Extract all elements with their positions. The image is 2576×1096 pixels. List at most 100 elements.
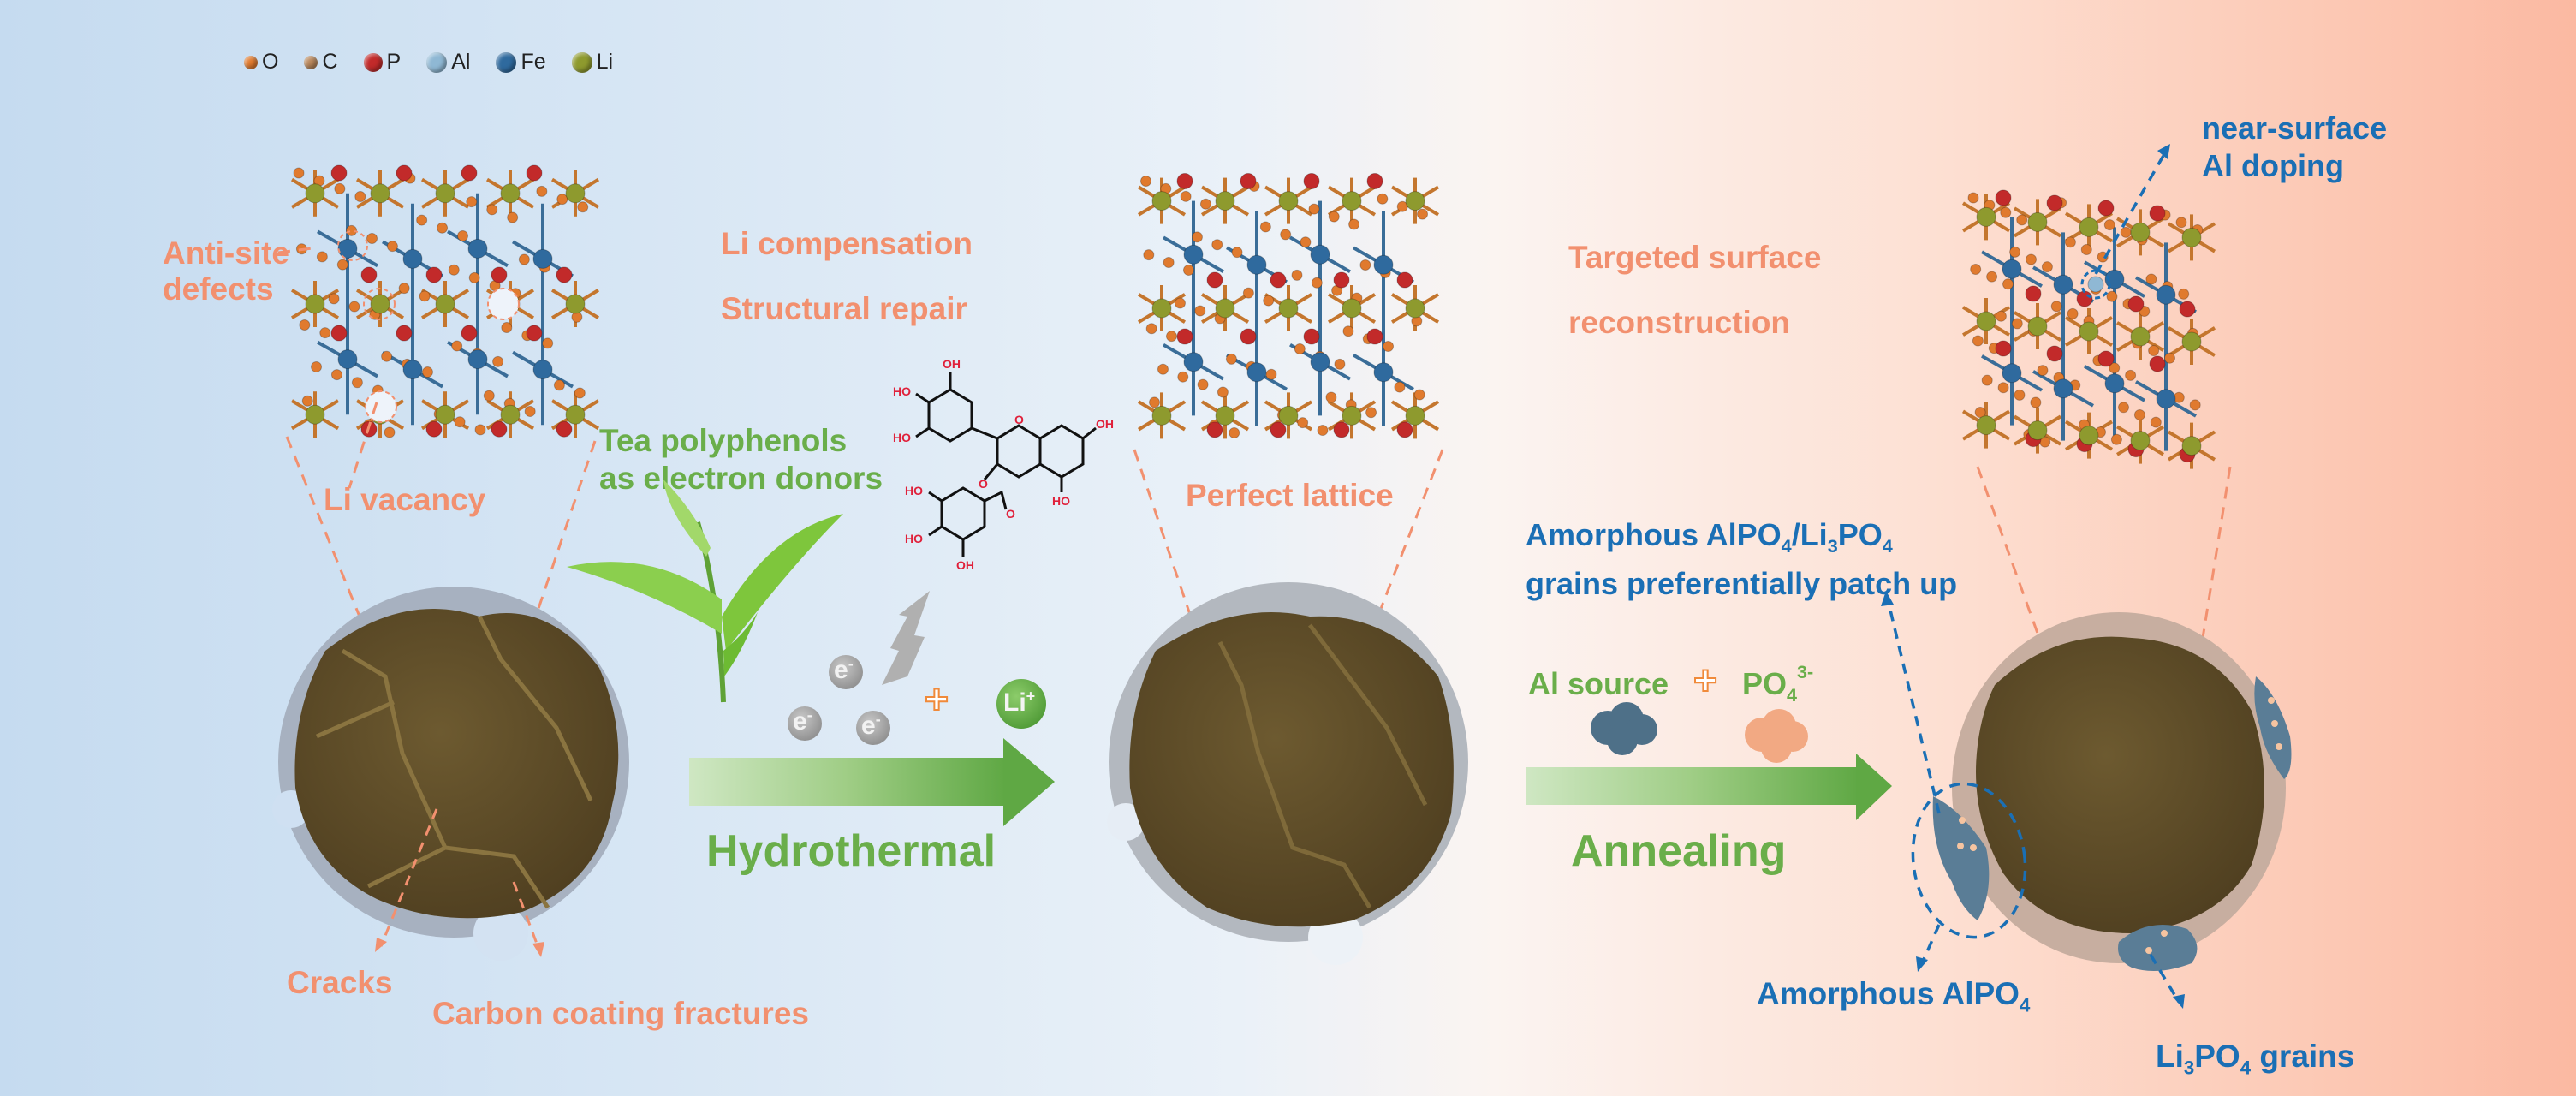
legend-item-p: P xyxy=(363,50,401,74)
iron-atom xyxy=(532,248,553,269)
charge: + xyxy=(1026,688,1036,705)
oxygen-atom xyxy=(454,416,466,428)
legend-label: Fe xyxy=(521,50,546,74)
lithium-atom xyxy=(2079,321,2099,342)
text: e xyxy=(834,656,848,684)
oxygen-atom xyxy=(2080,243,2092,255)
text: PO xyxy=(2194,1039,2240,1074)
oxygen-atom xyxy=(536,185,548,197)
phosphorus-atom xyxy=(2097,200,2115,217)
atom-legend: O C P Al Fe Li xyxy=(244,50,639,74)
perfect-lattice xyxy=(1137,173,1440,439)
oxygen-atom xyxy=(2164,352,2175,364)
li-ion-label: Li+ xyxy=(1003,688,1035,718)
lithium-atom xyxy=(2130,326,2151,347)
lithium-atom xyxy=(1151,191,1172,211)
iron-atom xyxy=(337,349,358,370)
lithium-atom xyxy=(435,404,455,425)
iron-atom xyxy=(1183,352,1204,372)
alpo4-patch-left xyxy=(1932,796,1990,920)
oxygen-atom xyxy=(556,194,568,206)
iron-atom-icon xyxy=(496,51,517,73)
phosphorus-atom xyxy=(425,266,443,283)
lithium-atom xyxy=(1215,405,1235,426)
iron-atom xyxy=(2053,378,2073,399)
iron-atom xyxy=(1373,362,1394,383)
lithium-atom xyxy=(2027,316,2048,337)
phosphorus-atom xyxy=(2097,350,2115,367)
oxygen-atom xyxy=(2000,206,2012,218)
carbon-coating-fractures-label: Carbon coating fractures xyxy=(432,996,809,1031)
patch-line1: Amorphous AlPO4/Li3PO4 xyxy=(1526,516,1957,565)
phosphorus-atom xyxy=(1995,189,2012,206)
oxygen-atom xyxy=(1148,396,1160,408)
oxygen-atom xyxy=(2175,217,2187,229)
oxygen-atom xyxy=(2014,389,2026,401)
alpo4-patch-right xyxy=(2254,676,2292,779)
oxygen-atom xyxy=(1231,247,1243,259)
phosphorus-atom xyxy=(1366,173,1383,189)
oxygen-atom xyxy=(574,387,586,399)
subscript: 3 xyxy=(2183,1057,2195,1079)
phosphorus-atom xyxy=(1176,328,1193,345)
annealing-arrow xyxy=(1526,754,1892,820)
oxygen-atom xyxy=(492,355,504,367)
iron-atom xyxy=(467,238,488,259)
oxygen-atom xyxy=(366,233,378,244)
oxygen-atom xyxy=(1291,269,1303,281)
al-doping-marker xyxy=(2080,269,2111,300)
oxygen-atom xyxy=(1297,417,1309,429)
lithium-atom xyxy=(1405,298,1425,319)
oxygen-atom xyxy=(1995,310,2007,322)
lithium-atom xyxy=(1151,405,1172,426)
text: PO xyxy=(1837,517,1883,552)
lithium-atom xyxy=(1342,298,1362,319)
iron-atom xyxy=(1183,244,1204,265)
donor-line1: Tea polyphenols xyxy=(599,423,848,458)
oxygen-atom xyxy=(1194,305,1206,317)
lithium-atom xyxy=(1342,405,1362,426)
oxygen-atom xyxy=(553,379,565,391)
aluminum-atom-icon xyxy=(426,51,448,73)
oxygen-atom xyxy=(1140,176,1151,187)
lithium-atom xyxy=(565,294,586,314)
phosphorus-atom xyxy=(461,325,478,342)
oxygen-atom xyxy=(448,264,460,276)
text: e xyxy=(793,707,807,736)
oxygen-atom xyxy=(1174,297,1186,309)
text: /Li xyxy=(1791,517,1828,552)
phosphorus-atom xyxy=(1303,328,1320,345)
lithium-atom xyxy=(2181,227,2202,247)
oxygen-atom xyxy=(1986,271,1998,283)
molecule-group: O xyxy=(1006,507,1015,521)
li-compensation-label: Li compensation xyxy=(721,226,973,261)
iron-atom xyxy=(2053,274,2073,295)
molecule-group: OH xyxy=(943,357,961,371)
oxygen-atom xyxy=(1217,386,1229,398)
oxygen-atom xyxy=(486,204,498,216)
subscript: 4 xyxy=(2240,1057,2252,1079)
oxygen-atom xyxy=(2002,278,2014,290)
phosphorus-atom xyxy=(1270,271,1287,289)
defective-lattice xyxy=(290,164,600,438)
oxygen-atom xyxy=(1417,208,1429,220)
oxygen-atom xyxy=(2064,236,2076,248)
oxygen-atom xyxy=(2189,399,2201,411)
phosphorus-atom xyxy=(2149,205,2166,222)
phosphorus-atom xyxy=(491,420,508,438)
lithium-atom xyxy=(500,404,521,425)
oxygen-atom xyxy=(1199,198,1211,210)
subscript: 3 xyxy=(1827,535,1838,557)
lithium-atom xyxy=(2079,426,2099,446)
oxygen-atom xyxy=(1294,343,1306,355)
legend-label: Al xyxy=(451,50,471,74)
plus-icon: + xyxy=(1693,658,1718,705)
oxygen-atom xyxy=(1280,229,1292,241)
oxygen-atom xyxy=(1317,425,1329,437)
oxygen-atom xyxy=(2030,396,2042,408)
phosphorus-atom xyxy=(2046,345,2063,362)
po4-base: PO xyxy=(1742,666,1788,701)
oxygen-atom xyxy=(346,224,358,236)
oxygen-atom xyxy=(2150,416,2162,428)
oxygen-atom xyxy=(301,395,313,407)
